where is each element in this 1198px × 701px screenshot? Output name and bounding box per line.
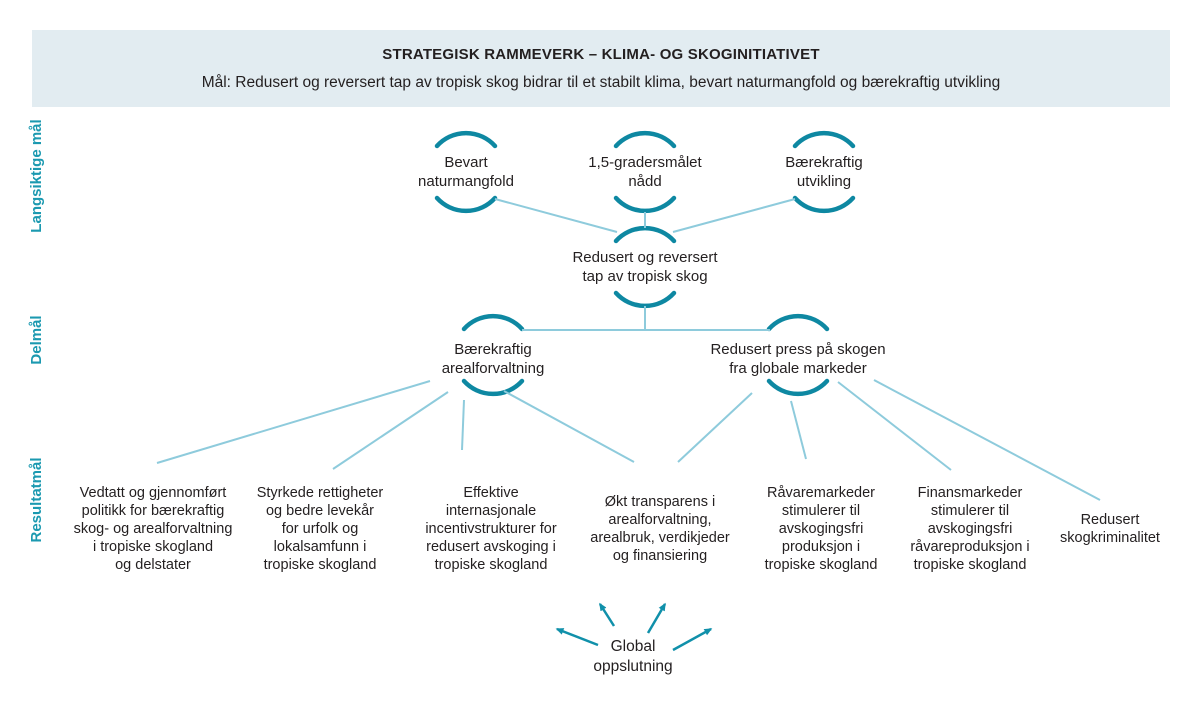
node-gradersmaalet: 1,5-gradersmålet nådd: [588, 154, 702, 190]
node-arc-bottom-gradersmaalet: [613, 195, 677, 214]
connector-utvikling-to-main: [672, 198, 796, 233]
connector-bevart-to-main: [494, 198, 618, 233]
result-goal-skogkriminalitet: Redusert skogkriminalitet: [1060, 512, 1160, 546]
result-goal-transparens: Økt transparens i arealforvaltning, area…: [590, 494, 730, 564]
node-arc-bottom-baerekraftig-utvikling: [792, 195, 856, 214]
node-arc-bottom-press-skogen: [766, 378, 830, 397]
node-redusert-press-skogen: Redusert press på skogen fra globale mar…: [710, 341, 886, 377]
header-banner: STRATEGISK RAMMEVERK – KLIMA- OG SKOGINI…: [32, 30, 1170, 107]
result-goal-politikk: Vedtatt og gjennomført politikk for bære…: [73, 485, 233, 573]
diagram-goal-subtitle: Mål: Redusert og reversert tap av tropis…: [201, 73, 1001, 91]
connector-left-to-result-4: [503, 390, 635, 463]
row-label-delmaal: Delmål: [28, 315, 45, 365]
connector-left-to-result-3: [461, 399, 465, 451]
connector-right-to-result-6: [837, 381, 952, 471]
result-goal-incentivstrukturer: Effektive internasjonale incentivstruktu…: [425, 485, 557, 573]
global-oppslutning-label: Global oppslutning: [593, 638, 673, 675]
diagram-title: STRATEGISK RAMMEVERK – KLIMA- OG SKOGINI…: [382, 45, 820, 63]
node-arc-top-main-goal: [613, 225, 677, 244]
node-baerekraftig-arealforvaltning: Bærekraftig arealforvaltning: [441, 341, 545, 377]
result-goal-raavaremarkeder: Råvaremarkeder stimulerer til avskogings…: [764, 485, 878, 573]
support-arrow-left: [555, 627, 599, 647]
node-bevart-naturmangfold: Bevart naturmangfold: [418, 154, 514, 190]
connector-right-to-result-7: [873, 379, 1101, 501]
connector-left-to-result-2: [332, 391, 449, 470]
connector-right-to-result-5: [790, 400, 807, 460]
node-arc-top-arealforvaltning: [461, 313, 525, 332]
result-goal-rettigheter: Styrkede rettigheter og bedre levekår fo…: [256, 485, 384, 573]
row-label-langsiktige-maal: Langsiktige mål: [28, 119, 45, 233]
support-arrow-up-right: [646, 602, 667, 634]
node-baerekraftig-utvikling: Bærekraftig utvikling: [785, 154, 863, 190]
node-arc-top-press-skogen: [766, 313, 830, 332]
node-arc-top-bevart-naturmangfold: [434, 130, 498, 149]
support-arrow-up-left: [598, 602, 616, 627]
node-arc-top-gradersmaalet: [613, 130, 677, 149]
node-arc-bottom-bevart-naturmangfold: [434, 195, 498, 214]
node-arc-top-baerekraftig-utvikling: [792, 130, 856, 149]
connector-right-to-result-4: [677, 392, 753, 463]
support-arrow-right: [672, 627, 713, 652]
result-goal-finansmarkeder: Finansmarkeder stimulerer til avskogings…: [910, 485, 1030, 573]
connector-left-to-result-1: [156, 380, 431, 464]
node-arc-bottom-arealforvaltning: [461, 378, 525, 397]
node-arc-bottom-main-goal: [613, 290, 677, 309]
node-main-goal: Redusert og reversert tap av tropisk sko…: [572, 249, 718, 285]
